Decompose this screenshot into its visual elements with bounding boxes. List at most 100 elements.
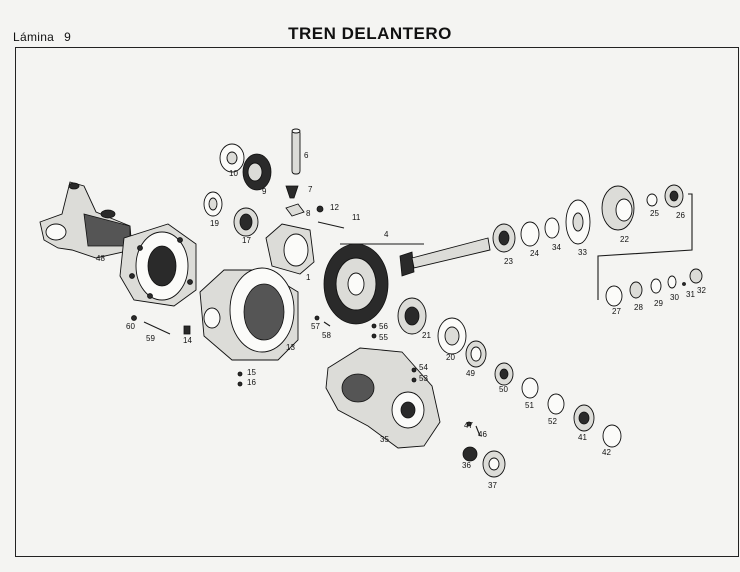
part-number-label-55: 55: [379, 333, 388, 342]
part-number-label-24: 24: [530, 249, 539, 258]
diagram-frame: [15, 47, 739, 557]
part-number-label-27: 27: [612, 307, 621, 316]
part-15-16-bolts: [237, 371, 243, 387]
part-number-label-15: 15: [247, 368, 256, 377]
part-number-label-20: 20: [446, 353, 455, 362]
part-number-label-8: 8: [306, 209, 311, 218]
part-24-ring: [520, 221, 540, 247]
part-number-label-14: 14: [183, 336, 192, 345]
part-35-carrier: [325, 347, 441, 449]
part-32-nut: [689, 268, 703, 284]
part-number-label-33: 33: [578, 248, 587, 257]
part-21-bearing: [397, 297, 427, 335]
plate-title: TREN DELANTERO: [288, 24, 452, 43]
part-60-nut: [131, 315, 137, 321]
part-number-label-34: 34: [552, 243, 561, 252]
part-57-58-hardware: [314, 315, 331, 327]
part-number-label-19: 19: [210, 219, 219, 228]
part-number-label-32: 32: [697, 286, 706, 295]
part-group-bracket: [597, 193, 693, 300]
part-number-label-58: 58: [322, 331, 331, 340]
part-25-ring: [646, 193, 658, 207]
part-33-flange-plate: [565, 199, 591, 245]
part-number-label-49: 49: [466, 369, 475, 378]
part-6-pin: [291, 128, 301, 175]
part-48-axle-housing: [39, 181, 197, 307]
part-31-pin: [682, 282, 686, 286]
part-51-ring: [521, 377, 539, 399]
part-number-label-25: 25: [650, 209, 659, 218]
part-8-thrust-washer: [285, 203, 305, 217]
part-number-label-41: 41: [578, 433, 587, 442]
part-number-label-31: 31: [686, 290, 695, 299]
part-number-label-22: 22: [620, 235, 629, 244]
part-12-nut: [316, 205, 324, 213]
part-37-seal: [482, 450, 506, 478]
part-41-bearing: [573, 404, 595, 432]
part-number-label-46: 46: [478, 430, 487, 439]
part-19-ring: [203, 191, 223, 217]
part-number-label-52: 52: [548, 417, 557, 426]
part-50-bushing: [494, 362, 514, 386]
part-59-bolt: [143, 321, 171, 335]
part-13-bell-housing: [199, 267, 299, 361]
part-20-ring: [437, 317, 467, 355]
part-number-label-16: 16: [247, 378, 256, 387]
part-7-pinion: [285, 185, 299, 199]
part-number-label-51: 51: [525, 401, 534, 410]
part-number-label-21: 21: [422, 331, 431, 340]
part-number-label-48: 48: [96, 254, 105, 263]
part-4-ring-gear-pinion: [323, 237, 491, 325]
part-1-differential-case: [265, 223, 315, 275]
part-number-label-13: 13: [286, 343, 295, 352]
part-number-label-17: 17: [242, 236, 251, 245]
part-number-label-36: 36: [462, 461, 471, 470]
part-number-label-57: 57: [311, 322, 320, 331]
part-36-nut: [462, 446, 478, 462]
part-22-hub: [601, 185, 635, 231]
part-number-label-12: 12: [330, 203, 339, 212]
part-53-54-hardware: [411, 367, 417, 383]
part-number-label-7: 7: [308, 185, 313, 194]
part-number-label-60: 60: [126, 322, 135, 331]
part-number-label-28: 28: [634, 303, 643, 312]
part-number-label-59: 59: [146, 334, 155, 343]
part-number-label-11: 11: [352, 213, 361, 222]
part-26-bearing: [664, 184, 684, 208]
part-number-label-4: 4: [384, 230, 389, 239]
part-number-label-54: 54: [419, 363, 428, 372]
part-46-47-hardware: [466, 421, 481, 437]
part-number-label-42: 42: [602, 448, 611, 457]
part-number-label-35: 35: [380, 435, 389, 444]
part-11-screw: [317, 221, 345, 229]
part-17-bearing: [233, 207, 259, 237]
part-number-label-10: 10: [229, 169, 238, 178]
part-23-bearing: [492, 223, 516, 253]
part-28-ring: [629, 281, 643, 299]
part-30-ring: [667, 275, 677, 289]
part-14-plug: [183, 325, 191, 335]
part-34-ring: [544, 217, 560, 239]
plate-number: 9: [64, 30, 72, 44]
part-number-label-23: 23: [504, 257, 513, 266]
part-number-label-50: 50: [499, 385, 508, 394]
part-10-washer: [219, 143, 245, 173]
part-number-label-56: 56: [379, 322, 388, 331]
part-number-label-30: 30: [670, 293, 679, 302]
part-number-label-6: 6: [304, 151, 309, 160]
part-number-label-29: 29: [654, 299, 663, 308]
part-42-ring: [602, 424, 622, 448]
plate-label-text: Lámina: [13, 30, 55, 44]
part-number-label-47: 47: [464, 421, 473, 430]
part-27-ring: [605, 285, 623, 307]
part-49-sleeve: [465, 340, 487, 368]
part-number-label-37: 37: [488, 481, 497, 490]
part-52-ring: [547, 393, 565, 415]
part-56-55-hardware: [371, 323, 377, 339]
part-number-label-1: 1: [306, 273, 311, 282]
part-29-ring: [650, 278, 662, 294]
part-number-label-26: 26: [676, 211, 685, 220]
plate-label: Lámina 9: [13, 30, 71, 44]
